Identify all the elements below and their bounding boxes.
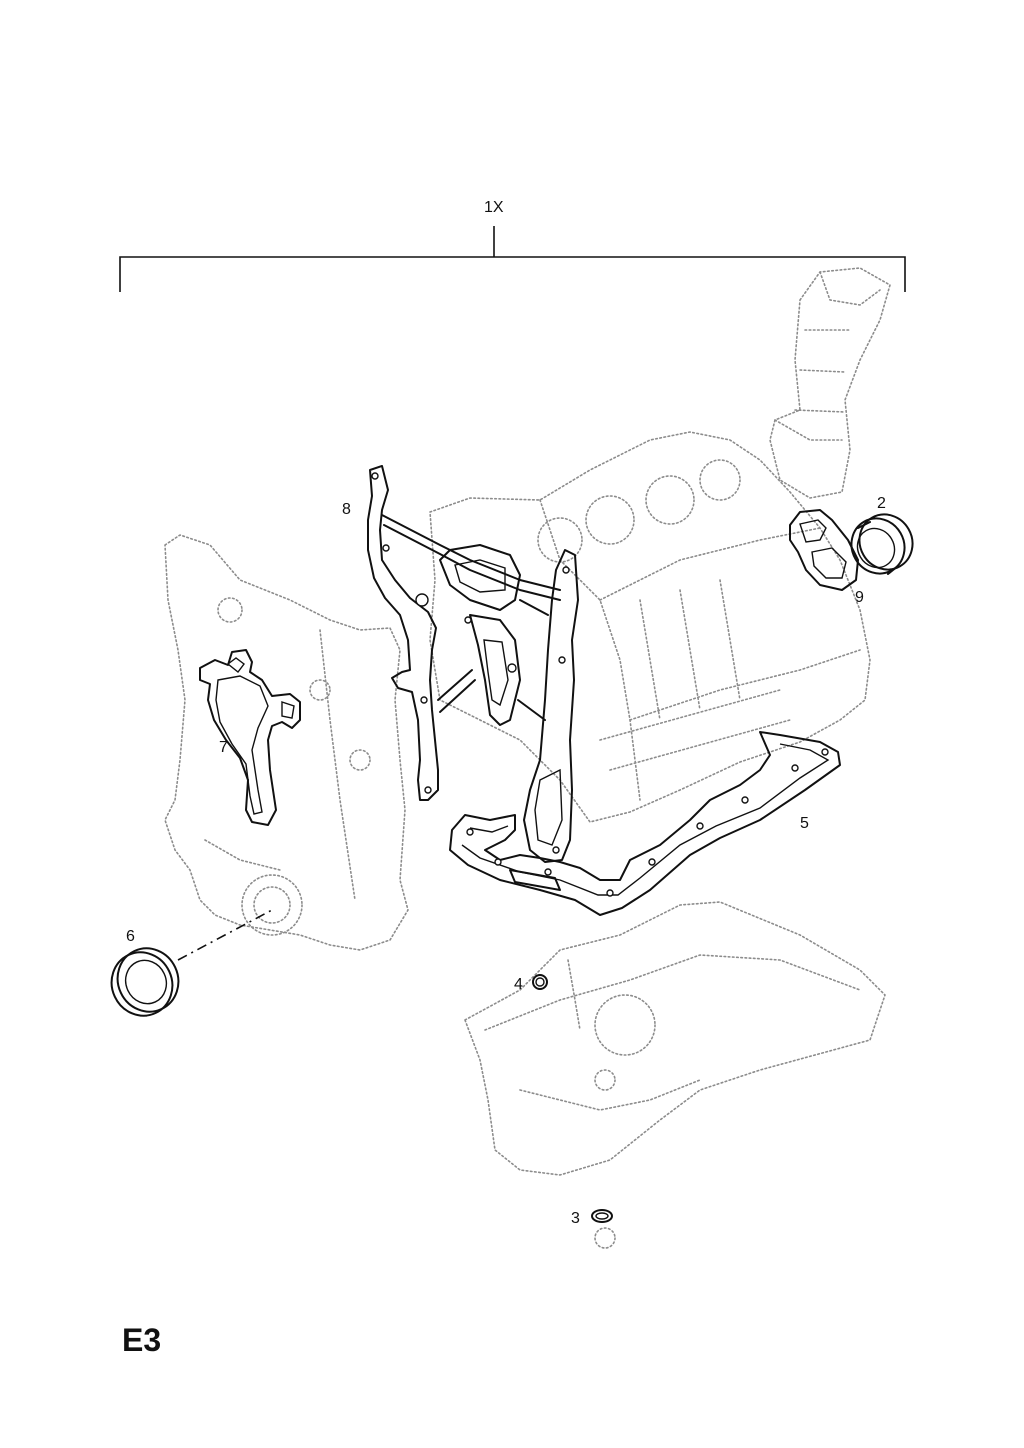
- page-code: E3: [122, 1322, 162, 1358]
- callout-9[interactable]: 9: [855, 589, 864, 606]
- timing-case-gasket[interactable]: [367, 465, 579, 863]
- engine-block-ghost: [429, 431, 871, 823]
- oil-filter-housing-gasket[interactable]: [789, 509, 859, 591]
- timing-cover-ghost: [164, 534, 409, 951]
- callout-1x[interactable]: 1X: [484, 199, 504, 216]
- callout-7[interactable]: 7: [219, 739, 228, 756]
- kit-bracket: [119, 226, 906, 292]
- drain-plug-seal-3[interactable]: [591, 1209, 613, 1223]
- callout-2[interactable]: 2: [877, 495, 886, 512]
- crankshaft-oil-seal-6[interactable]: [101, 938, 188, 1025]
- callout-4[interactable]: 4: [514, 976, 523, 993]
- oil-seal-ring-2[interactable]: [841, 505, 922, 583]
- callout-6[interactable]: 6: [126, 928, 135, 945]
- callout-5[interactable]: 5: [800, 815, 809, 832]
- seal-6-axis-line: [177, 909, 273, 961]
- oil-pan-gasket[interactable]: [449, 731, 841, 916]
- water-pump-gasket[interactable]: [199, 649, 301, 826]
- callout-3[interactable]: 3: [571, 1210, 580, 1227]
- oil-pan-ghost: [464, 901, 886, 1249]
- o-ring-4[interactable]: [532, 974, 548, 990]
- callout-8[interactable]: 8: [342, 501, 351, 518]
- oil-filter-housing-ghost: [769, 267, 891, 499]
